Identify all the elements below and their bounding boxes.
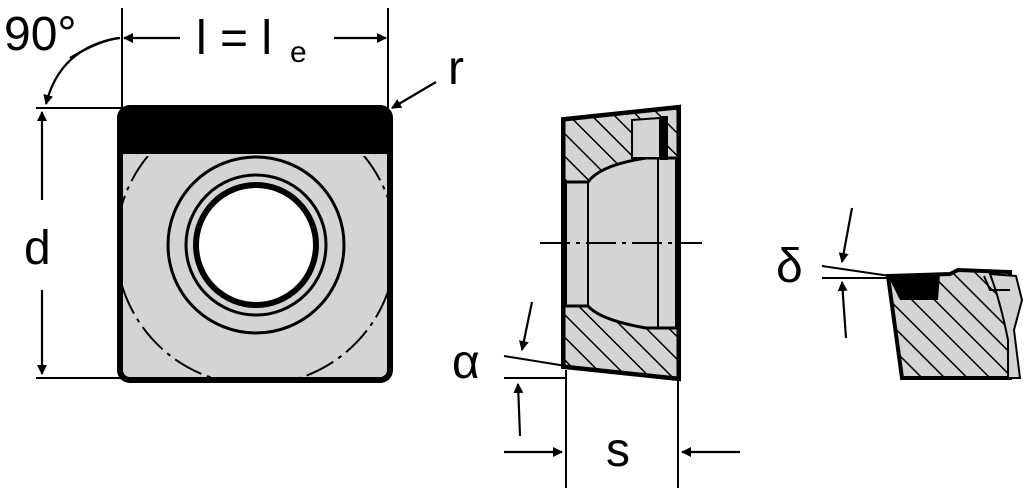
delta-arrow-bottom bbox=[837, 281, 848, 339]
edge-detail-view: δ bbox=[776, 207, 1024, 380]
delta-arrow-top bbox=[838, 207, 854, 263]
section-notch bbox=[631, 116, 661, 159]
thickness-label: s bbox=[606, 424, 630, 477]
section-hatch-bottom bbox=[562, 304, 680, 380]
angle-90-arc-top bbox=[69, 36, 121, 59]
alpha-ref-top bbox=[503, 355, 567, 367]
detail-inner-line bbox=[983, 275, 1010, 291]
alpha-arrow-bottom bbox=[513, 383, 524, 437]
delta-ref-top bbox=[821, 265, 891, 277]
alpha-label: α bbox=[452, 336, 480, 389]
length-subscript: e bbox=[290, 36, 307, 69]
detail-chamfer-land bbox=[888, 274, 940, 300]
diameter-label: d bbox=[24, 222, 51, 275]
delta-label: δ bbox=[776, 240, 803, 293]
section-view: s α bbox=[452, 104, 740, 488]
cutting-edge-land bbox=[120, 108, 390, 154]
center-hole bbox=[193, 182, 319, 308]
radius-leader bbox=[391, 81, 437, 109]
length-label: l = l bbox=[196, 12, 272, 65]
angle-90-label: 90° bbox=[4, 8, 77, 61]
alpha-arrow-top bbox=[518, 301, 534, 351]
detail-break bbox=[988, 272, 1024, 379]
front-view: l = l e 90° r d bbox=[4, 8, 464, 383]
radius-label: r bbox=[448, 42, 464, 95]
